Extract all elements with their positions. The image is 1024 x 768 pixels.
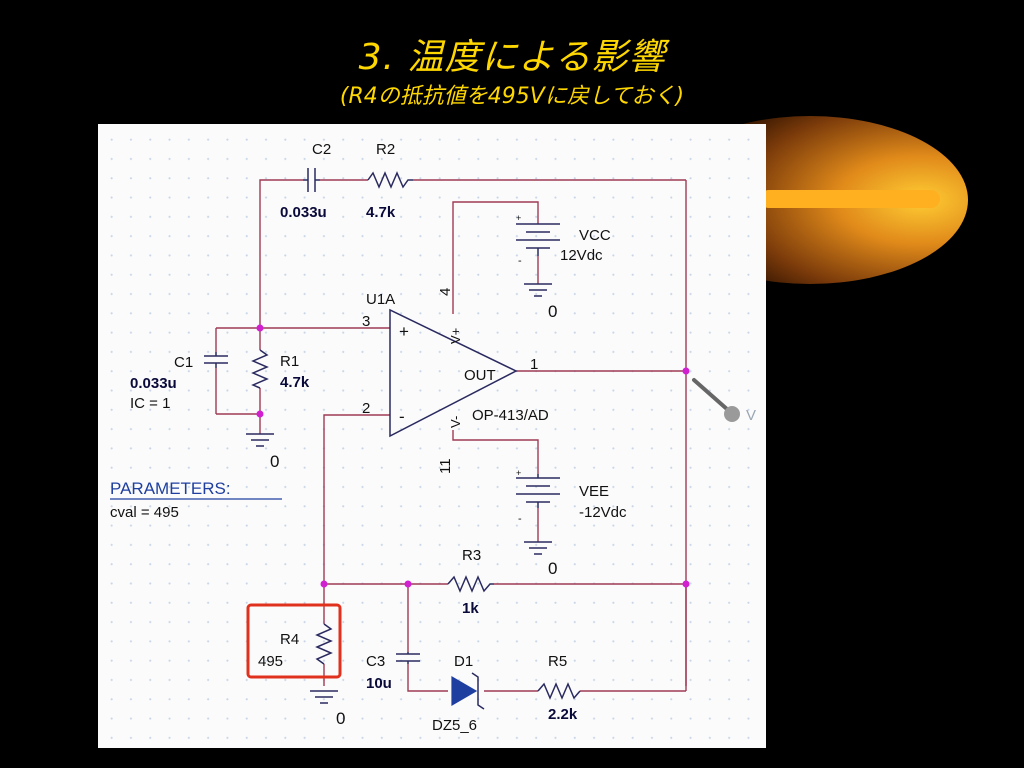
slide-title: 3. 温度による影響: [358, 37, 666, 78]
r3-value: 1k: [462, 600, 479, 617]
ground-vcc: 0: [524, 283, 557, 321]
voltage-probe[interactable]: V: [692, 378, 756, 424]
c2-name: C2: [312, 141, 331, 158]
schematic-panel: [98, 124, 766, 748]
ground-r1-label: 0: [270, 452, 279, 471]
r4-name: R4: [280, 631, 299, 648]
opamp-u1a: U1A 3 2 1 + - OUT V+ V- 4 11 OP-413/AD: [362, 288, 549, 474]
opamp-name: U1A: [366, 291, 395, 308]
ground-vee: 0: [524, 541, 557, 578]
r4-highlight-box: [246, 603, 342, 679]
ground-vcc-label: 0: [548, 302, 557, 321]
vcc-minus-mark: -: [518, 255, 522, 267]
ground-r1: 0: [246, 433, 279, 471]
c1-name: C1: [174, 354, 193, 371]
resistor-r1: R1 4.7k: [251, 349, 310, 391]
diode-d1: D1 DZ5_6: [432, 653, 485, 734]
battery-vcc: + - VCC 12Vdc: [516, 213, 611, 267]
opamp-vneg-label: V-: [448, 416, 463, 428]
opamp-plus-sign: +: [399, 322, 409, 341]
opamp-part: OP-413/AD: [472, 407, 549, 424]
opamp-minus-sign: -: [399, 407, 405, 426]
r5-value: 2.2k: [548, 706, 578, 723]
opamp-pin-plus-in: 3: [362, 313, 370, 330]
parameters-block: PARAMETERS: cval = 495: [110, 479, 282, 521]
c3-name: C3: [366, 653, 385, 670]
vee-name: VEE: [579, 483, 609, 500]
c1-ic: IC = 1: [130, 395, 170, 412]
opamp-pin-out: 1: [530, 356, 538, 373]
opamp-pin-minus-in: 2: [362, 400, 370, 417]
r4-value: 495: [258, 653, 283, 670]
probe-icon[interactable]: [724, 406, 740, 422]
ground-r4-label: 0: [336, 709, 345, 728]
resistor-r2: R2 4.7k: [366, 141, 413, 221]
r1-name: R1: [280, 353, 299, 370]
r2-value: 4.7k: [366, 204, 396, 221]
wires: [215, 179, 687, 692]
vee-value: -12Vdc: [579, 504, 627, 521]
capacitor-c1: C1 0.033u IC = 1: [130, 352, 228, 412]
d1-name: D1: [454, 653, 473, 670]
r5-name: R5: [548, 653, 567, 670]
c3-value: 10u: [366, 675, 392, 692]
vee-plus-mark: +: [516, 468, 521, 478]
parameters-value: cval = 495: [110, 504, 179, 521]
battery-vee: + - VEE -12Vdc: [516, 468, 627, 525]
opamp-vpos-label: V+: [448, 328, 463, 344]
resistor-r4: R4 495: [246, 603, 342, 679]
c1-value: 0.033u: [130, 375, 177, 392]
vee-minus-mark: -: [518, 513, 522, 525]
opamp-pin-vpos: 4: [437, 288, 454, 296]
capacitor-c3: C3 10u: [366, 652, 420, 692]
junction-nodes: [256, 324, 690, 588]
ground-vee-label: 0: [548, 559, 557, 578]
vcc-name: VCC: [579, 227, 611, 244]
opamp-out-label: OUT: [464, 367, 496, 384]
circuit-diagram: C2 0.033u R2 4.7k + - VCC 12Vdc 0 0 0: [110, 141, 756, 734]
capacitor-c2: C2 0.033u: [280, 141, 331, 221]
d1-part: DZ5_6: [432, 717, 477, 734]
opamp-pin-vneg: 11: [437, 458, 454, 474]
c2-value: 0.033u: [280, 204, 327, 221]
vcc-value: 12Vdc: [560, 247, 603, 264]
probe-label: V: [746, 407, 756, 424]
parameters-heading: PARAMETERS:: [110, 479, 231, 498]
r1-value: 4.7k: [280, 374, 310, 391]
ground-r4: 0: [310, 690, 345, 728]
r3-name: R3: [462, 547, 481, 564]
resistor-r5: R5 2.2k: [537, 653, 581, 723]
slide-subtitle: (R4の抵抗値を495Vに戻しておく): [339, 84, 685, 109]
r2-name: R2: [376, 141, 395, 158]
resistor-r3: R3 1k: [447, 547, 494, 617]
vcc-plus-mark: +: [516, 213, 521, 223]
